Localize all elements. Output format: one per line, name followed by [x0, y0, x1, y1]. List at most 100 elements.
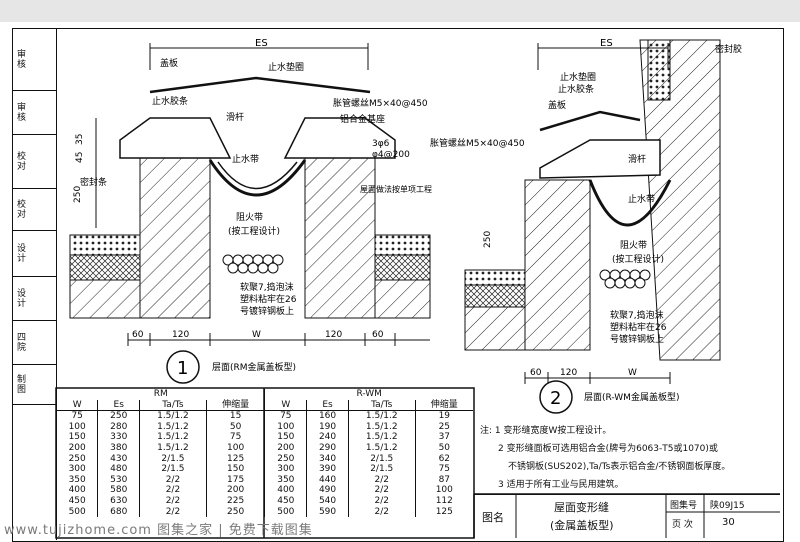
spec-table: RM R-WM W Es Ta/Ts 伸缩量 W Es Ta/Ts 伸缩量 75…: [57, 389, 473, 518]
dim-120-2: 120: [560, 368, 577, 378]
table-cell: 300: [68, 464, 86, 475]
drawing-title-1: 屋面变形缝: [554, 501, 609, 514]
table-cell: 175: [205, 474, 265, 486]
table-cell: 350: [68, 474, 86, 485]
col-header: Es: [97, 399, 140, 412]
approval-sidebar: 审核 审核 校对 校对 设计 设计 四院 制图: [12, 28, 57, 540]
table-cell: 250: [205, 506, 265, 518]
label-seal-strip: 密封条: [80, 176, 107, 188]
table-cell: 630: [97, 495, 140, 507]
detail-2-marker: [539, 380, 573, 414]
table-cell: 250: [97, 410, 140, 422]
table-cell: 19: [414, 410, 473, 422]
table-cell: 2/2: [139, 495, 207, 507]
table-cell: 490: [306, 485, 349, 496]
col-header: Es: [306, 399, 349, 412]
sidebar-cell: 审核: [12, 28, 56, 91]
dim-60-left: 60: [132, 330, 144, 340]
dim-60-right: 60: [372, 330, 384, 340]
label-bolt: 胀管螺丝M5×40@450: [333, 97, 428, 109]
dim-60-2: 60: [530, 368, 542, 378]
detail-1-number: 1: [177, 358, 188, 379]
table-cell: 250: [264, 453, 307, 465]
sidebar-label: 校对: [15, 151, 25, 171]
table-cell: 430: [97, 453, 140, 465]
sidebar-label: 四院: [15, 332, 25, 352]
dim-45: 45: [75, 152, 85, 163]
table-cell: 2/2: [347, 474, 416, 486]
label-slide-2: 滑杆: [628, 153, 646, 165]
label-fill-3: 号镀锌钢板上: [240, 305, 294, 317]
sidebar-cell: 校对: [12, 134, 56, 189]
table-cell: 100: [414, 485, 473, 496]
table-cell: 125: [205, 453, 265, 465]
table-cell: 1.5/1.2: [347, 432, 416, 443]
col-header: 伸缩量: [414, 399, 473, 412]
label-water-ring-2: 止水垫圈: [560, 71, 596, 83]
sidebar-label: 设计: [15, 288, 25, 308]
table-cell: 400: [264, 485, 307, 496]
label-bolt-2: 胀管螺丝M5×40@450: [430, 137, 525, 149]
dim-w-1: W: [252, 330, 261, 340]
label-water-belt-2: 止水带: [628, 193, 655, 205]
sidebar-label: 设计: [15, 243, 25, 263]
table-cell: 225: [205, 495, 265, 507]
label-seal-glue: 密封胶: [715, 43, 742, 55]
table-cell: 2/1.5: [347, 453, 416, 465]
label-rebar: 3φ6: [372, 139, 390, 149]
table-cell: 300: [264, 464, 307, 475]
sidebar-label: 校对: [15, 199, 25, 219]
table-cell: 75: [71, 411, 83, 422]
table-cell: 1.5/1.2: [139, 410, 207, 422]
label-water-glue-2: 止水胶条: [558, 83, 594, 95]
title-block-label: 图名: [482, 511, 504, 524]
table-cell: 580: [97, 485, 140, 496]
table-cell: 450: [264, 495, 307, 507]
table-cell: 330: [97, 432, 140, 443]
label-fill-2-2: 塑料粘牢在26: [610, 321, 667, 333]
table-cell: 2/2: [347, 485, 416, 496]
table-cell: 400: [68, 485, 86, 496]
group-header-rwm: R-WM: [264, 389, 473, 400]
sidebar-cell: 审核: [12, 90, 56, 135]
table-cell: 450: [68, 495, 86, 506]
label-fill-1-2: 软聚7,捣泡沫: [610, 309, 664, 321]
notes-prefix: 注:: [480, 426, 493, 436]
table-cell: 2/1.5: [347, 464, 416, 475]
table-cell: 540: [306, 495, 349, 507]
table-cell: 590: [306, 506, 349, 518]
table-cell: 530: [97, 474, 140, 486]
note-1: 1 变形缝宽度W按工程设计。: [494, 426, 612, 436]
table-cell: 440: [306, 474, 349, 486]
table-cell: 380: [97, 442, 140, 454]
table-cell: 112: [414, 495, 473, 507]
table-cell: 75: [414, 464, 473, 475]
table-cell: 87: [414, 474, 473, 486]
page-label: 页 次: [672, 520, 693, 530]
table-cell: 15: [205, 410, 265, 422]
table-cell: 75: [264, 410, 307, 422]
label-slide: 滑杆: [226, 111, 244, 123]
table-cell: 125: [414, 506, 473, 518]
table-cell: 680: [97, 506, 140, 518]
table-cell: 100: [264, 421, 307, 433]
col-header: Ta/Ts: [139, 399, 207, 412]
table-cell: 100: [68, 421, 86, 432]
table-cell: 240: [306, 432, 349, 443]
detail-1-caption: 层面(RM金属盖板型): [212, 361, 296, 373]
table-cell: 1.5/1.2: [139, 432, 207, 443]
sidebar-cell: 制图: [12, 364, 56, 405]
table-cell: 2/2: [139, 506, 207, 518]
detail-1-marker: [166, 350, 200, 384]
table-cell: 390: [306, 464, 349, 475]
table-cell: 190: [306, 421, 349, 433]
table-cell: 150: [205, 464, 265, 475]
sidebar-label: 审核: [15, 49, 25, 69]
